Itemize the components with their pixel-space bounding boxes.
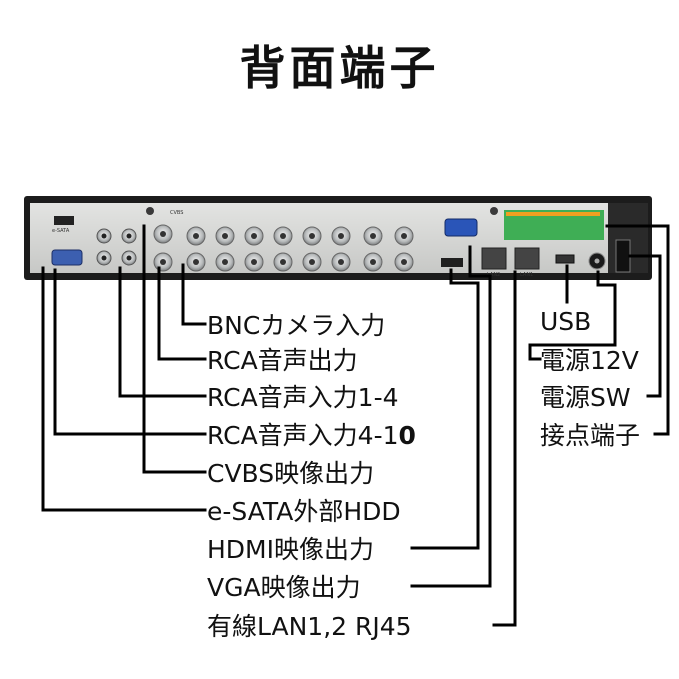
power-switch [615, 239, 631, 273]
bnc-connectors [153, 224, 414, 272]
label-bnc: BNCカメラ入力 [207, 311, 385, 340]
lan1-text: LAN1 [520, 272, 533, 278]
label-power-sw: 電源SW [540, 383, 631, 412]
hdmi-port [441, 258, 463, 267]
wire-power12v [528, 270, 617, 361]
screw [146, 207, 154, 215]
db-connector-left [51, 249, 83, 266]
wire-vga [410, 245, 492, 588]
lan2-text: LAN2 [487, 272, 500, 278]
label-hdmi: HDMI映像出力 [207, 535, 374, 564]
wire-contact [605, 224, 670, 436]
rca-jacks [96, 228, 137, 266]
wire-bnc [181, 263, 207, 326]
label-rca-in-1-4: RCA音声入力1-4 [207, 383, 399, 412]
wire-hdmi [410, 268, 480, 550]
page-title: 背面端子 [239, 41, 440, 95]
label-rca-in-4-10-suffix: 0 [399, 421, 416, 450]
wire-esata [41, 266, 207, 512]
screw [490, 207, 498, 215]
wire-cvbs [142, 224, 207, 474]
label-rca-in-4-10-prefix: RCA音声入力4-1 [207, 421, 399, 450]
label-power12v: 電源12V [540, 346, 639, 375]
esata-port [54, 216, 74, 225]
leader-lines [41, 224, 670, 627]
lan2-port [481, 247, 507, 270]
wire-rca-out [157, 266, 207, 361]
usb-port [555, 254, 575, 264]
label-rca-out: RCA音声出力 [207, 346, 358, 375]
lan1-port [514, 247, 540, 270]
dvr-rear-panel: e-SATA CVBS [24, 196, 652, 280]
cvbs-text: CVBS [170, 210, 183, 216]
label-rca-in-4-10: RCA音声入力4-10 [207, 421, 416, 450]
label-usb: USB [540, 307, 591, 336]
wire-rca-in-4-10 [53, 268, 207, 436]
label-vga: VGA映像出力 [207, 573, 361, 602]
wire-power-sw [628, 254, 662, 398]
label-contact: 接点端子 [540, 421, 640, 450]
vga-port [444, 218, 478, 237]
label-cvbs: CVBS映像出力 [207, 459, 374, 488]
esata-text: e-SATA [52, 228, 70, 234]
wire-rca-in-1-4 [118, 266, 207, 398]
label-lan: 有線LAN1,2 RJ45 [207, 612, 412, 641]
wire-lan [492, 270, 517, 627]
label-esata: e-SATA外部HDD [207, 497, 401, 526]
